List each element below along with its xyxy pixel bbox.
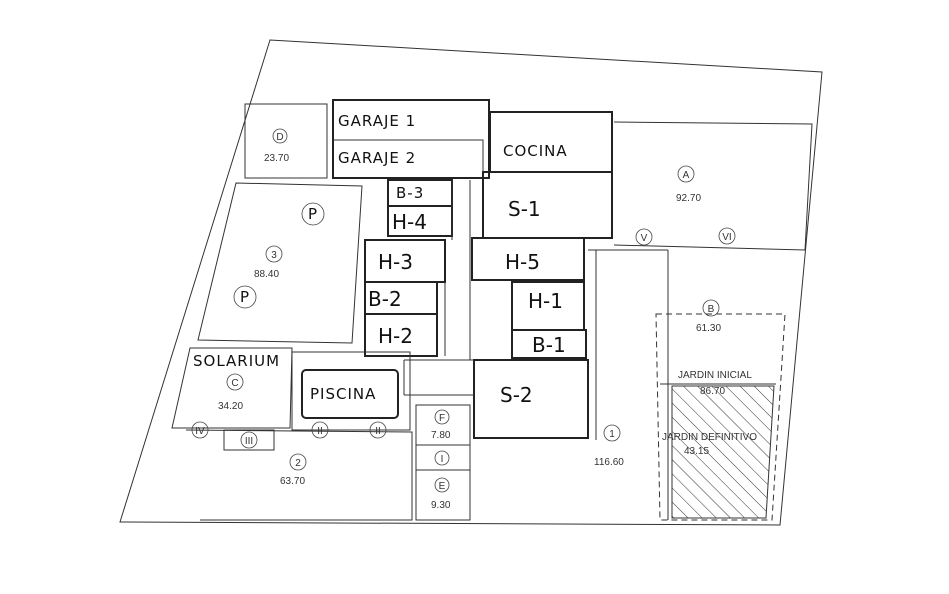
room-label-b2: B-2 — [368, 287, 402, 311]
room-label-s2: S-2 — [500, 383, 533, 407]
room-label-h4: H-4 — [392, 210, 427, 234]
room-label-s1: S-1 — [508, 197, 541, 221]
zone-1-area: 116.60 — [594, 457, 624, 468]
zone-d-marker — [272, 128, 288, 144]
marker-i — [434, 450, 450, 466]
zone-a-outline — [613, 121, 813, 251]
jardin-definitivo-area: 43.15 — [684, 446, 709, 457]
room-label-b1: B-1 — [532, 333, 566, 357]
zone-a-marker — [677, 165, 695, 183]
jardin-definitivo-hatch — [671, 385, 775, 519]
marker-vi — [718, 227, 736, 245]
h5-block — [471, 237, 585, 281]
marker-v-label: V — [641, 233, 648, 244]
room-label-piscina: PISCINA — [310, 385, 376, 403]
h2-block — [364, 313, 438, 357]
room-label-h5: H-5 — [505, 250, 540, 274]
zone-b-area: 61.30 — [696, 323, 721, 334]
zone-a-area: 92.70 — [676, 193, 701, 204]
marker-v — [635, 228, 653, 246]
marker-i-label: I — [441, 454, 444, 465]
marker-iv-label: IV — [195, 426, 205, 437]
zone-e-marker — [434, 477, 450, 493]
zone-1-letter: 1 — [609, 429, 615, 440]
room-label-h2: H-2 — [378, 324, 413, 348]
jardin-inicial-label: JARDIN INICIAL — [678, 370, 752, 381]
marker-vi-label: VI — [722, 232, 731, 243]
zone-f-area: 7.80 — [431, 430, 451, 441]
zone-2-marker — [289, 453, 307, 471]
zone-f-letter: F — [439, 413, 445, 424]
room-label-h3: H-3 — [378, 250, 413, 274]
room-label-cocina: COCINA — [503, 142, 568, 160]
zone-d-outline — [244, 103, 328, 179]
pool-inner — [301, 369, 399, 419]
zone-c-area: 34.20 — [218, 401, 243, 412]
zone-e-area: 9.30 — [431, 500, 451, 511]
zone-f-marker — [434, 409, 450, 425]
room-label-solarium: SOLARIUM — [193, 352, 280, 370]
zone-b-letter: B — [708, 304, 715, 315]
zone-c-letter: C — [231, 378, 238, 389]
zone-3-marker — [265, 245, 283, 263]
jardin-definitivo-label: JARDIN DEFINITIVO — [662, 432, 757, 443]
zone-d-letter: D — [276, 132, 283, 143]
zone-e-letter: E — [439, 481, 446, 492]
zone-3-outline — [197, 182, 363, 344]
zone-3-letter: 3 — [271, 250, 277, 261]
zone-c-marker — [226, 373, 244, 391]
zone-b-dashed — [655, 313, 786, 521]
marker-ii-a — [311, 421, 329, 439]
zone-p1-marker — [301, 202, 325, 226]
room-label-garaje2: GARAJE 2 — [338, 149, 416, 167]
plot-boundary — [119, 39, 823, 526]
zone-c-outline — [171, 347, 293, 429]
zone-fe-column — [415, 404, 471, 521]
s1-block — [482, 171, 613, 239]
marker-ii-b — [369, 421, 387, 439]
pool-outer — [291, 351, 411, 431]
zone-p1-letter: P — [308, 205, 318, 223]
zone-2-letter: 2 — [295, 458, 301, 469]
jardin-inicial-area: 86.70 — [700, 386, 725, 397]
zone-2-area: 63.70 — [280, 476, 305, 487]
zone-p2-marker — [233, 285, 257, 309]
room-label-garaje1: GARAJE 1 — [338, 112, 416, 130]
zone-2-outline — [185, 429, 413, 521]
marker-iii-box — [223, 429, 275, 451]
room-label-b3: B-3 — [396, 184, 424, 202]
b1-block — [511, 329, 587, 359]
marker-iii-label: III — [245, 436, 253, 447]
zone-b-marker — [702, 299, 720, 317]
marker-ii-b-label: II — [375, 426, 381, 437]
s2-block — [473, 359, 589, 439]
marker-ii-a-label: II — [317, 426, 323, 437]
marker-iv — [191, 421, 209, 439]
corridor — [403, 139, 484, 396]
marker-iii — [240, 431, 258, 449]
room-label-h1: H-1 — [528, 289, 563, 313]
zone-d-area: 23.70 — [264, 153, 289, 164]
zone-1-marker — [603, 424, 621, 442]
zone-a-letter: A — [683, 170, 690, 181]
zone-p2-letter: P — [240, 288, 250, 306]
zone-3-area: 88.40 — [254, 269, 279, 280]
